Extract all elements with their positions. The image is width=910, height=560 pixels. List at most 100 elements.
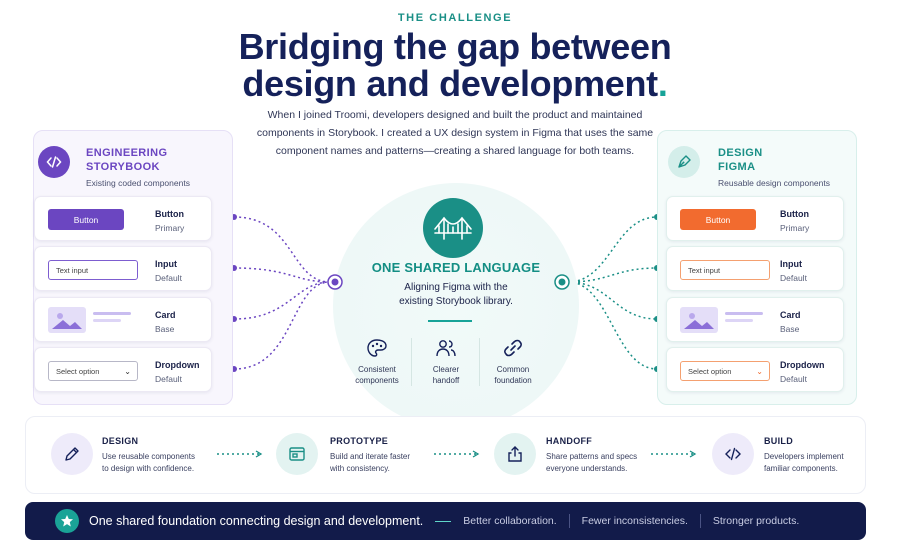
footer-separator bbox=[699, 514, 701, 528]
footer-banner: One shared foundation connecting design … bbox=[25, 502, 866, 540]
component-name: Dropdown bbox=[780, 360, 825, 370]
panel-title-line: ENGINEERING bbox=[86, 147, 168, 159]
component-name: Dropdown bbox=[155, 360, 200, 370]
panel-title-line: DESIGN bbox=[718, 147, 763, 159]
component-variant: Default bbox=[155, 273, 182, 283]
center-subtitle-line: Aligning Figma with the bbox=[404, 282, 508, 293]
center-subtitle-line: existing Storybook library. bbox=[399, 296, 513, 307]
panel-title: ENGINEERING STORYBOOK bbox=[86, 146, 167, 174]
divider bbox=[428, 320, 472, 322]
connector-right-3 bbox=[567, 281, 658, 320]
component-variant: Base bbox=[155, 324, 175, 334]
component-name: Button bbox=[780, 209, 809, 219]
component-name: Card bbox=[780, 310, 801, 320]
connector-right-1 bbox=[567, 216, 658, 283]
arrow-right-icon bbox=[434, 450, 480, 458]
pencil-icon bbox=[51, 433, 93, 475]
component-variant: Base bbox=[780, 324, 800, 334]
component-card-input[interactable]: Text input Input Default bbox=[34, 246, 212, 291]
left-hub-node bbox=[327, 274, 343, 290]
component-card-dropdown[interactable]: Select option ⌄ Dropdown Default bbox=[34, 347, 212, 392]
title-dot: . bbox=[657, 63, 668, 104]
step-description: Use reusable components to design with c… bbox=[102, 451, 207, 475]
title-line-2-text: design and development bbox=[242, 63, 658, 104]
component-variant: Default bbox=[780, 273, 807, 283]
connector-left-1 bbox=[233, 216, 331, 283]
component-card-dropdown[interactable]: Select option ⌄ Dropdown Default bbox=[666, 347, 844, 392]
input-preview: Text input bbox=[680, 260, 770, 280]
text-lines-placeholder bbox=[725, 312, 763, 326]
component-variant: Default bbox=[780, 374, 807, 384]
step-description-line: Use reusable components bbox=[102, 452, 195, 461]
component-name: Input bbox=[155, 259, 177, 269]
step-description: Developers implement familiar components… bbox=[764, 451, 859, 475]
benefit-label: Common bbox=[496, 365, 530, 374]
step-description-line: Build and iterate faster bbox=[330, 452, 411, 461]
separator bbox=[411, 338, 412, 386]
text-lines-placeholder bbox=[93, 312, 131, 326]
section-eyebrow: THE CHALLENGE bbox=[397, 12, 513, 24]
dropdown-preview-label: Select option bbox=[688, 366, 732, 376]
benefit-consistent: Consistent components bbox=[343, 338, 411, 386]
page-title: Bridging the gap between design and deve… bbox=[0, 28, 910, 102]
component-card-card[interactable]: Card Base bbox=[34, 297, 212, 342]
dropdown-preview-label: Select option bbox=[56, 366, 100, 376]
step-description-line: everyone understands. bbox=[546, 464, 628, 473]
bridge-icon bbox=[423, 198, 483, 258]
step-title: BUILD bbox=[764, 436, 793, 446]
intro-line: component names and patterns—creating a … bbox=[275, 145, 635, 157]
component-name: Card bbox=[155, 310, 176, 320]
benefit-label: foundation bbox=[494, 376, 532, 385]
component-card-button[interactable]: Button Button Primary bbox=[666, 196, 844, 241]
input-preview: Text input bbox=[48, 260, 138, 280]
component-name: Button bbox=[155, 209, 184, 219]
dropdown-preview: Select option ⌄ bbox=[680, 361, 770, 381]
step-description: Share patterns and specs everyone unders… bbox=[546, 451, 651, 475]
panel-subtitle: Reusable design components bbox=[718, 178, 830, 188]
component-card-input[interactable]: Text input Input Default bbox=[666, 246, 844, 291]
image-placeholder-icon bbox=[680, 307, 718, 333]
pen-tool-icon bbox=[668, 146, 700, 178]
component-name: Input bbox=[780, 259, 802, 269]
panel-title: DESIGN FIGMA bbox=[718, 146, 763, 174]
arrow-right-icon bbox=[217, 450, 263, 458]
panel-subtitle: Existing coded components bbox=[86, 178, 190, 188]
step-description: Build and iterate faster with consistenc… bbox=[330, 451, 435, 475]
title-line-2: design and development. bbox=[0, 65, 910, 102]
step-description-line: with consistency. bbox=[330, 464, 390, 473]
title-line-1: Bridging the gap between bbox=[238, 26, 672, 67]
panel-title-line: STORYBOOK bbox=[86, 161, 160, 173]
connector-right-2 bbox=[567, 267, 658, 283]
benefit-label: Clearer bbox=[432, 365, 460, 374]
star-icon bbox=[55, 509, 79, 533]
component-variant: Primary bbox=[780, 223, 810, 233]
center-subtitle: Aligning Figma with the existing Storybo… bbox=[333, 281, 579, 309]
step-title: DESIGN bbox=[102, 436, 139, 446]
dropdown-preview: Select option ⌄ bbox=[48, 361, 138, 381]
footer-dash bbox=[435, 520, 452, 522]
intro-line: components in Storybook. I created a UX … bbox=[256, 127, 654, 139]
component-card-card[interactable]: Card Base bbox=[666, 297, 844, 342]
component-card-button[interactable]: Button Button Primary bbox=[34, 196, 212, 241]
connector-left-3 bbox=[233, 281, 331, 320]
link-icon bbox=[504, 339, 522, 357]
code-icon bbox=[712, 433, 754, 475]
step-title: PROTOTYPE bbox=[330, 436, 389, 446]
step-description-line: Share patterns and specs bbox=[546, 452, 638, 461]
footer-point: Fewer inconsistencies. bbox=[581, 515, 688, 527]
benefit-handoff: Clearer handoff bbox=[412, 338, 480, 386]
footer-point: Better collaboration. bbox=[463, 515, 557, 527]
step-description-line: Developers implement bbox=[764, 452, 844, 461]
right-hub-node bbox=[554, 274, 570, 290]
intro-paragraph: When I joined Troomi, developers designe… bbox=[245, 106, 665, 160]
connector-left-4 bbox=[233, 281, 331, 370]
panel-title-line: FIGMA bbox=[718, 161, 756, 173]
users-icon bbox=[436, 340, 456, 357]
palette-icon bbox=[367, 339, 387, 357]
step-title: HANDOFF bbox=[546, 436, 593, 446]
button-preview: Button bbox=[680, 209, 756, 230]
step-description-line: to design with confidence. bbox=[102, 464, 195, 473]
separator bbox=[479, 338, 480, 386]
button-preview: Button bbox=[48, 209, 124, 230]
